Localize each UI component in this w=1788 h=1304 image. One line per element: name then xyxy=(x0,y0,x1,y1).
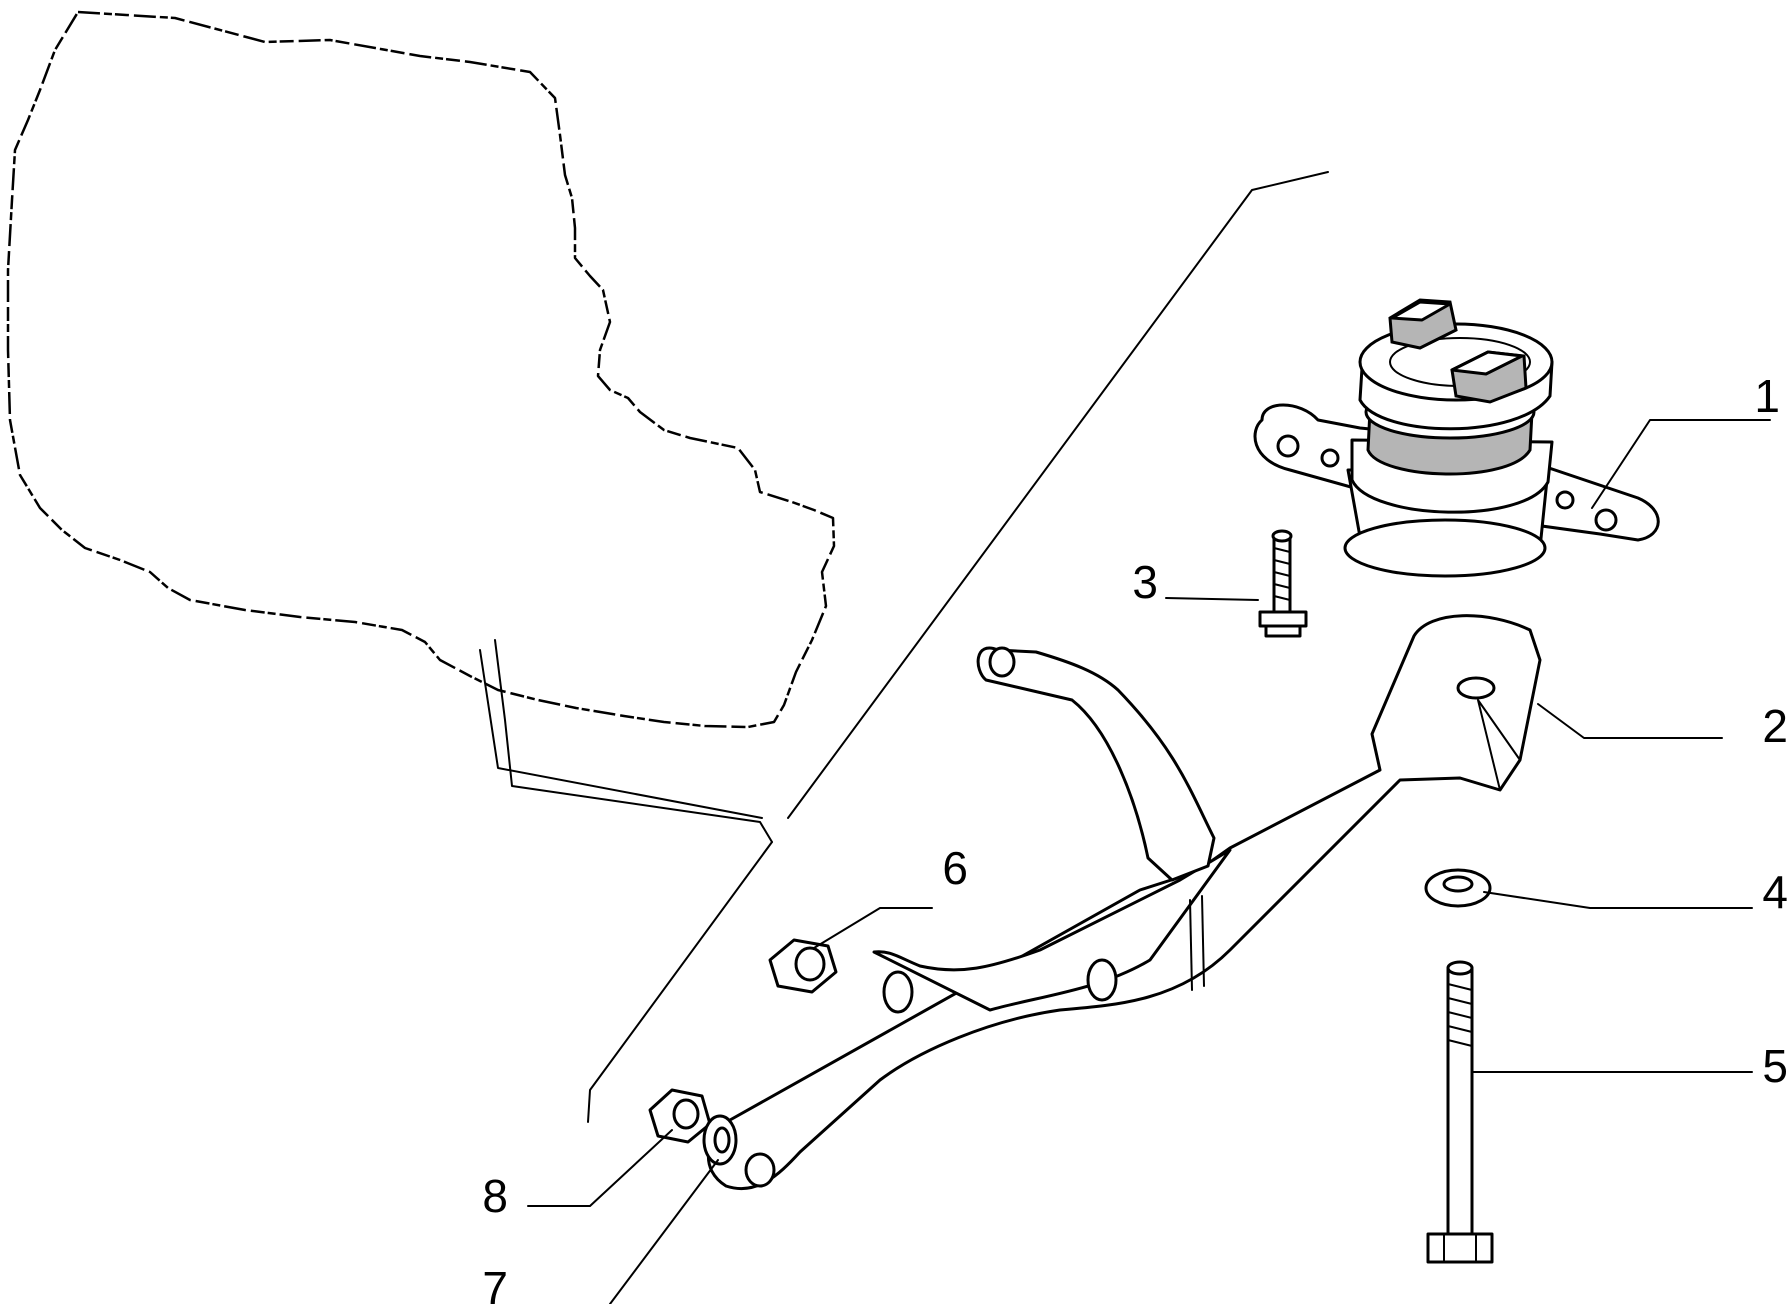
callout-6: 6 xyxy=(942,842,968,894)
callout-7: 7 xyxy=(482,1262,508,1304)
guide-line xyxy=(587,171,1329,1123)
callout-5: 5 xyxy=(1762,1040,1788,1092)
leader-lines xyxy=(527,419,1771,1304)
callout-8: 8 xyxy=(482,1170,508,1222)
callout-1: 1 xyxy=(1754,370,1780,422)
spring-washer xyxy=(702,1114,738,1166)
engine-mount xyxy=(1253,298,1660,578)
nut-upper xyxy=(768,938,838,994)
callout-2: 2 xyxy=(1762,700,1788,752)
callout-4: 4 xyxy=(1762,866,1788,918)
flange-bolt xyxy=(1258,529,1308,638)
nut-lower xyxy=(648,1088,712,1144)
washer xyxy=(1424,868,1492,908)
gearbox-outline xyxy=(6,10,836,843)
support-bracket xyxy=(707,614,1542,1191)
callout-3: 3 xyxy=(1132,556,1158,608)
long-bolt xyxy=(1426,960,1494,1264)
